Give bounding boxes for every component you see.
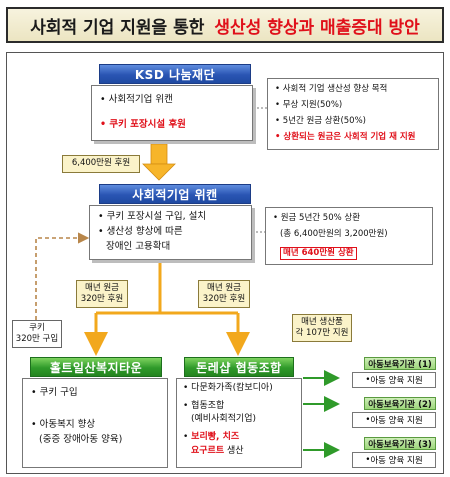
wecan-item-1: • 쿠키 포장시설 구입, 설치 [98, 211, 207, 222]
title-main: 사회적 기업 지원을 통한 [30, 17, 205, 38]
coop-item-4: • 보리빵, 치즈 [183, 432, 240, 442]
ksd-item-1: • 사회적기업 위캔 [100, 94, 173, 105]
wecan-note-2: (총 6,400만원의 3,200만원) [280, 229, 388, 239]
coop-header: 돈레샵 협동조합 [184, 357, 294, 377]
title-banner: 사회적 기업 지원을 통한 생산성 향상과 매출증대 방안 [6, 7, 444, 43]
holt-item-3: (중증 장애아동 양육) [39, 434, 123, 445]
childcare-label-2: 아동보육기관 (2) [364, 397, 436, 410]
childcare-label-1: 아동보육기관 (1) [364, 357, 436, 370]
ksd-note-4: • 상환되는 원금은 사회적 기업 재 지원 [275, 132, 416, 142]
cookie-purchase-feedback [35, 232, 90, 320]
coop-item-3: (예비사회적기업) [191, 414, 256, 424]
holt-header: 홀트일산복지타운 [30, 357, 162, 377]
support-amount-label: 6,400만원 후원 [62, 155, 140, 173]
ksd-box: • 사회적기업 위캔 • 쿠키 포장시설 후원 [91, 85, 253, 141]
wecan-note-box: • 원금 5년간 50% 상환 (총 6,400만원의 3,200만원) 매년 … [265, 207, 433, 265]
childcare-label-3: 아동보육기관 (3) [364, 437, 436, 450]
wecan-header: 사회적기업 위캔 [99, 184, 251, 204]
main-down-arrow [142, 143, 176, 181]
ksd-note-2: • 무상 지원(50%) [275, 100, 343, 110]
ksd-note-box: • 사회적 기업 생산성 향상 목적 • 무상 지원(50%) • 5년간 원금… [267, 78, 439, 150]
ksd-note-1: • 사회적 기업 생산성 향상 목적 [275, 84, 388, 94]
wecan-note-3: 매년 640만원 상환 [280, 247, 357, 260]
title-highlight: 생산성 향상과 매출증대 방안 [214, 17, 420, 38]
coop-item-5: 요구르트 생산 [191, 446, 244, 456]
holt-item-1: • 쿠키 구입 [31, 387, 78, 398]
wecan-item-3: 장애인 고용확대 [106, 241, 171, 252]
coop-item-2: • 협동조합 [183, 401, 225, 411]
ksd-item-2: • 쿠키 포장시설 후원 [100, 119, 186, 130]
wecan-box: • 쿠키 포장시설 구입, 설치 • 생산성 향상에 따른 장애인 고용확대 [89, 205, 252, 260]
holt-box: • 쿠키 구입 • 아동복지 향상 (중증 장애아동 양육) [22, 378, 168, 468]
childcare-item-2: • 아동 양육 지원 [352, 412, 436, 428]
holt-item-2: • 아동복지 향상 [31, 419, 96, 430]
childcare-item-3: • 아동 양육 지원 [352, 452, 436, 468]
ksd-header: KSD 나눔재단 [99, 64, 251, 84]
wecan-note-1: • 원금 5년간 50% 상환 [273, 213, 361, 223]
split-connector [94, 260, 240, 348]
childcare-item-1: • 아동 양육 지원 [352, 372, 436, 388]
coop-box: • 다문화가족(캄보디아) • 협동조합 (예비사회적기업) • 보리빵, 치즈… [176, 378, 302, 468]
wecan-item-2: • 생산성 향상에 따른 [98, 226, 183, 237]
coop-item-1: • 다문화가족(캄보디아) [183, 383, 273, 393]
ksd-note-3: • 5년간 원금 상환(50%) [275, 116, 366, 126]
